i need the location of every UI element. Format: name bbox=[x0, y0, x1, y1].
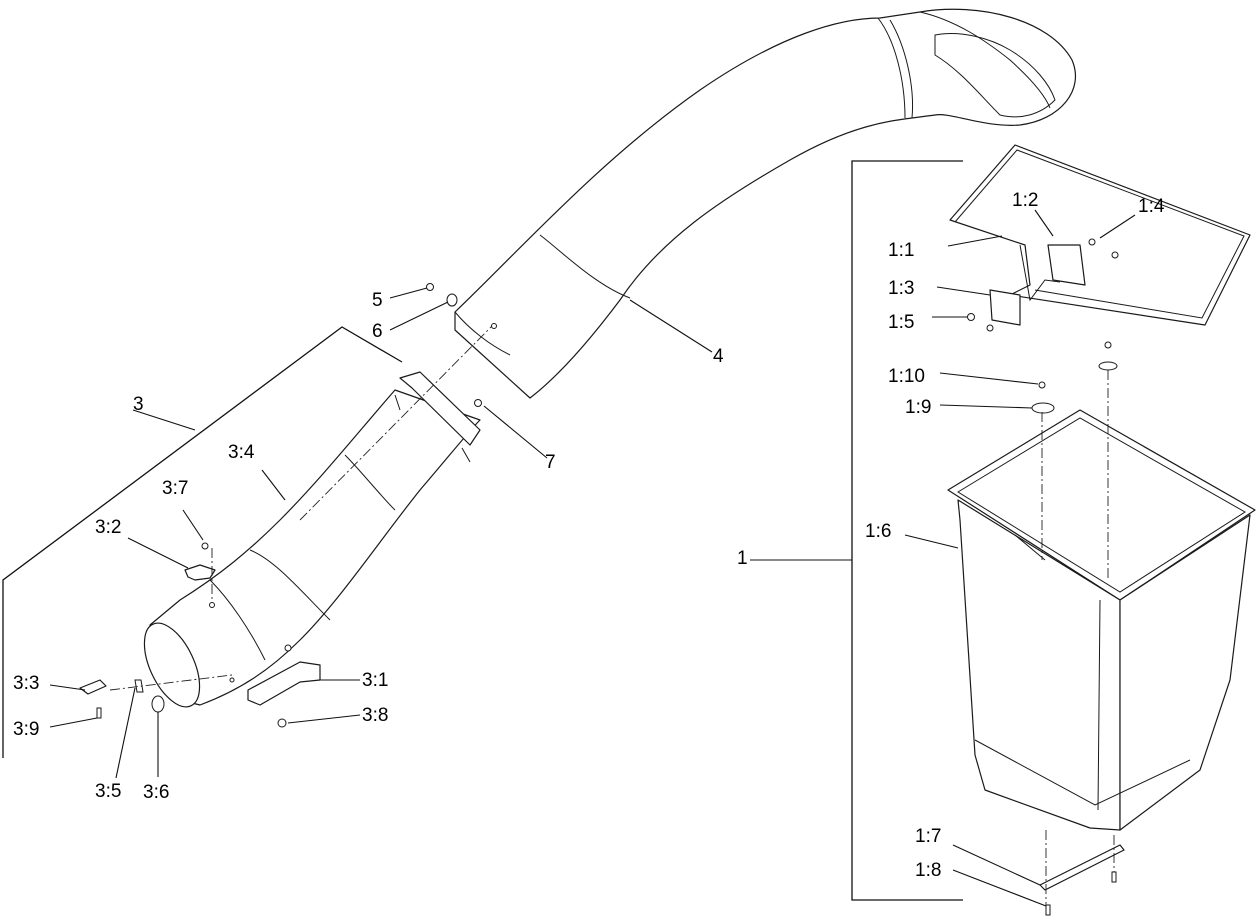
callout-3-5: 3:5 bbox=[95, 781, 121, 802]
screw-3-7 bbox=[201, 542, 209, 550]
handle-bracket bbox=[247, 661, 321, 706]
callout-1-7: 1:7 bbox=[915, 826, 941, 847]
clip-3-3 bbox=[79, 679, 107, 695]
callout-1-2: 1:2 bbox=[1012, 190, 1038, 211]
callout-6: 6 bbox=[372, 321, 383, 342]
callout-5: 5 bbox=[372, 290, 383, 311]
bag-part bbox=[947, 409, 1256, 831]
callout-3-6: 3:6 bbox=[143, 782, 169, 803]
curved-chute-part bbox=[454, 8, 1077, 399]
lower-chute-part bbox=[143, 371, 481, 708]
callout-3-3: 3:3 bbox=[13, 673, 39, 694]
screw-1-8 bbox=[1045, 904, 1051, 916]
washer-6 bbox=[446, 293, 458, 307]
callout-3-1: 3:1 bbox=[362, 670, 388, 691]
callout-4: 4 bbox=[713, 346, 724, 367]
callout-1-9: 1:9 bbox=[905, 397, 931, 418]
callout-7: 7 bbox=[545, 452, 556, 473]
callout-3-7: 3:7 bbox=[162, 478, 188, 499]
callout-1-6: 1:6 bbox=[865, 521, 891, 542]
callout-3-9: 3:9 bbox=[13, 719, 39, 740]
bolt-7 bbox=[474, 399, 482, 407]
callout-1-1: 1:1 bbox=[888, 240, 914, 261]
callout-1-8: 1:8 bbox=[915, 860, 941, 881]
bolt-3-5 bbox=[134, 679, 144, 693]
nut-5 bbox=[426, 283, 434, 291]
callout-1: 1 bbox=[737, 548, 748, 569]
callout-1-4: 1:4 bbox=[1138, 196, 1165, 217]
strap-1-7 bbox=[1039, 844, 1125, 891]
nut-3-8 bbox=[277, 718, 287, 728]
washer-3-6 bbox=[151, 695, 165, 713]
callout-1-10: 1:10 bbox=[888, 366, 925, 387]
bag-frame-part bbox=[949, 144, 1251, 326]
latch-bracket bbox=[184, 564, 216, 581]
callout-3: 3 bbox=[133, 394, 144, 415]
callout-1-3: 1:3 bbox=[888, 278, 914, 299]
screw-3-9 bbox=[96, 707, 102, 719]
callout-1-5: 1:5 bbox=[888, 312, 914, 333]
callout-3-8: 3:8 bbox=[362, 705, 388, 726]
callout-3-2: 3:2 bbox=[95, 517, 121, 538]
item-1-bracket bbox=[851, 160, 963, 901]
callout-3-4: 3:4 bbox=[228, 442, 255, 463]
item-3-bracket bbox=[2, 326, 403, 758]
